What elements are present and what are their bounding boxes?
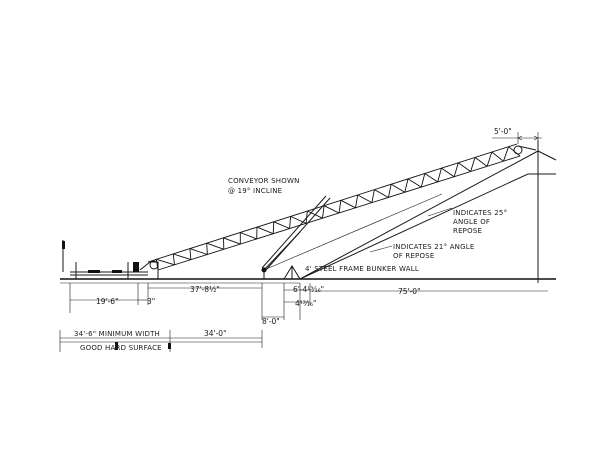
bunker-wall-label: 4' STEEL FRAME BUNKER WALL [305,265,419,273]
truss-web-member [155,259,159,271]
truss-web-member [289,216,292,229]
repose25-label-line3: REPOSE [453,227,482,235]
dim-34-0: 34'-0" [204,329,227,338]
truss-web-member [256,226,274,235]
dim-row-1 [69,283,548,320]
dim-8-0: 8'-0" [262,317,280,326]
truss-web-member [323,205,340,214]
truss-web-member [355,194,359,208]
truss-web-member [223,237,241,245]
truss-web-member [374,189,389,198]
truss-web-member [441,167,455,178]
dim-6-4: 6'-4¹³⁄₁₆" [293,285,324,294]
min-width-label: 34'-6" MINIMUM WIDTH [74,330,160,338]
truss-web-member [156,258,175,266]
truss-web-member [486,151,493,167]
dim-19-6: 19'-6" [96,297,119,306]
dim-4: 4¹³⁄₁₆" [295,299,317,308]
truss-web-member [424,173,438,183]
truss-web-member [503,146,510,162]
truss-web-member [437,167,442,183]
dim-5-0: 5'-0" [494,127,512,136]
truss-web-member [273,221,290,229]
truss-web-member [340,199,356,209]
repose-lines [299,140,557,283]
repose25-label-line1: INDICATES 25° [453,209,507,217]
truss-web-member [338,200,342,214]
repose21-label-line1: INDICATES 21° ANGLE [393,243,474,251]
dim-top [492,132,542,144]
conveyor-label-line1: CONVEYOR SHOWN [228,177,300,185]
truss-web-member [474,157,488,167]
dim-75-0: 75'-0" [398,287,421,296]
truss-web-member [206,243,208,255]
dim-3: 3" [147,297,155,306]
conveyor-label-line2: @ 19° INCLINE [228,187,282,195]
truss-web-member [470,157,476,172]
hard-surface-label: GOOD HARD SURFACE [80,344,162,352]
truss-web-member [371,189,375,203]
dim-37-8: 37'-8½" [190,285,220,294]
truss-web-member [420,173,426,188]
truss-web-member [272,221,275,234]
truss-web-member [206,242,224,250]
truss-web-member [357,194,373,203]
truss-web-member [407,178,422,188]
truss-web-member [189,248,192,260]
truss-web-member [240,232,257,240]
truss-web-member [458,162,471,172]
truss-web-member [173,253,192,261]
truss-web-member [404,178,409,193]
truss-web-member [172,253,175,265]
truss-web-member [453,162,459,177]
truss-web-member [322,205,325,219]
repose21-label-line2: OF REPOSE [393,252,434,260]
truss-web-member [491,151,504,162]
support-legs [261,193,443,279]
bunker-wall [283,265,301,280]
repose25-label-line2: ANGLE OF [453,218,490,226]
dim-row-2 [59,330,263,352]
conveyor-truss [147,143,537,271]
truss-web-member [390,183,406,193]
truss-web-member [290,215,307,224]
tail-section [62,240,159,279]
truss-web-member [189,248,208,255]
truss-web-member [387,184,392,198]
